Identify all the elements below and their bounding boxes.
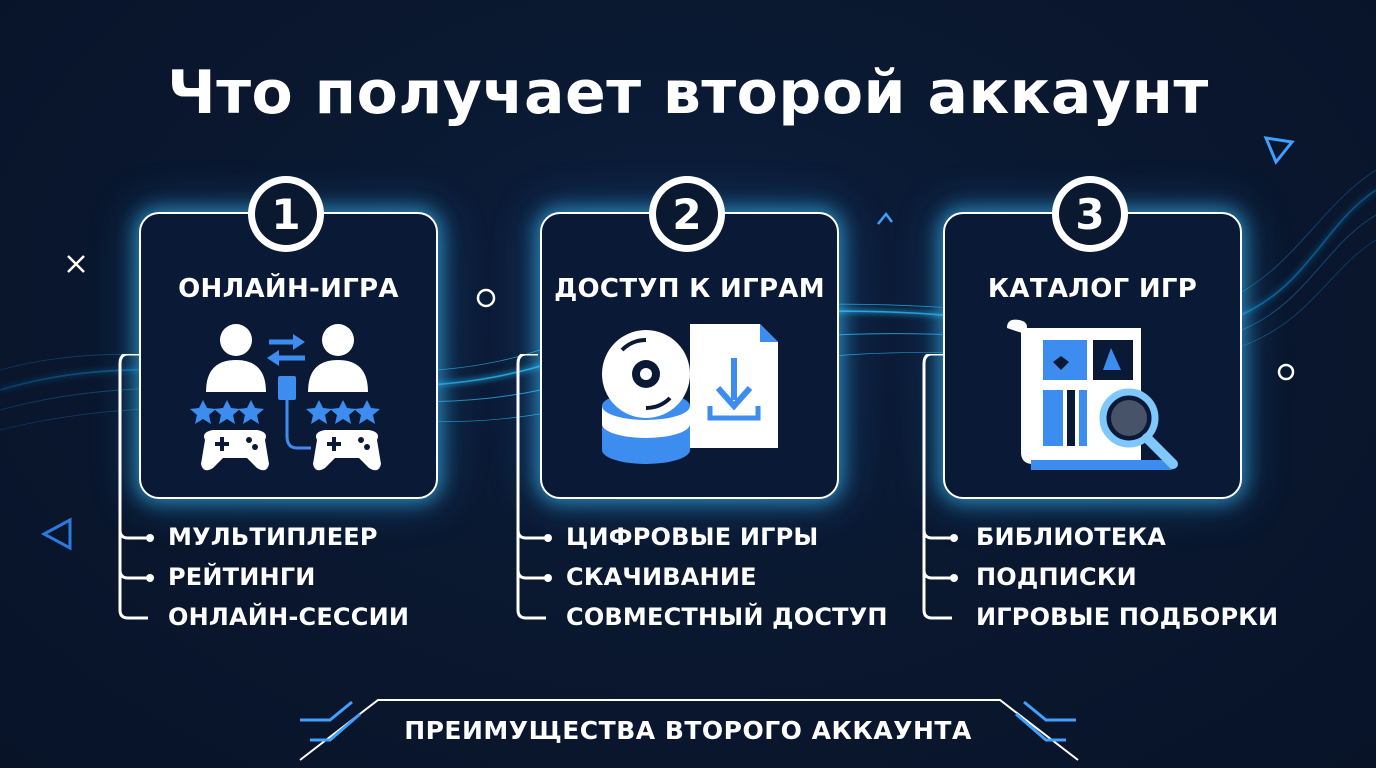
list-item: ИГРОВЫЕ ПОДБОРКИ: [976, 603, 1279, 631]
decorative-shapes: [40, 136, 1295, 551]
card-title: ОНЛАЙН-ИГРА: [178, 274, 399, 304]
list-item: БИБЛИОТЕКА: [976, 523, 1167, 551]
multiplayer-icon: [190, 324, 381, 471]
page-title: Что получает второй аккаунт: [167, 58, 1209, 128]
list-item: СОВМЕСТНЫЙ ДОСТУП: [566, 603, 888, 631]
badge-number-3: 3: [1052, 176, 1128, 252]
badge-number-2: 2: [649, 176, 725, 252]
card-game-catalog: КАТАЛОГ ИГР: [943, 212, 1242, 499]
footer-caption: ПРЕИМУЩЕСТВА ВТОРОГО АККАУНТА: [404, 716, 972, 745]
download-games-icon: [602, 324, 778, 464]
badge-number-1: 1: [248, 176, 324, 252]
list-item: ЦИФРОВЫЕ ИГРЫ: [566, 523, 819, 551]
list-bracket: [118, 354, 154, 620]
card-title: КАТАЛОГ ИГР: [987, 274, 1198, 304]
list-item: РЕЙТИНГИ: [168, 563, 316, 591]
card-game-access: ДОСТУП К ИГРАМ: [540, 212, 839, 499]
list-item: СКАЧИВАНИЕ: [566, 563, 757, 591]
card-online-game: ОНЛАЙН-ИГРА: [139, 212, 438, 499]
feature-list-catalog: БИБЛИОТЕКА ПОДПИСКИ ИГРОВЫЕ ПОДБОРКИ: [976, 520, 1278, 640]
list-item: МУЛЬТИПЛЕЕР: [168, 523, 378, 551]
list-item: ОНЛАЙН-СЕССИИ: [168, 603, 410, 631]
catalog-search-icon: [1007, 319, 1178, 470]
card-title: ДОСТУП К ИГРАМ: [554, 274, 825, 304]
feature-list-access: ЦИФРОВЫЕ ИГРЫ СКАЧИВАНИЕ СОВМЕСТНЫЙ ДОСТ…: [566, 520, 888, 640]
footer-frame: [299, 696, 1079, 761]
list-bracket: [922, 354, 958, 620]
list-bracket: [516, 354, 552, 620]
feature-list-online: МУЛЬТИПЛЕЕР РЕЙТИНГИ ОНЛАЙН-СЕССИИ: [168, 520, 409, 640]
list-item: ПОДПИСКИ: [976, 563, 1137, 591]
